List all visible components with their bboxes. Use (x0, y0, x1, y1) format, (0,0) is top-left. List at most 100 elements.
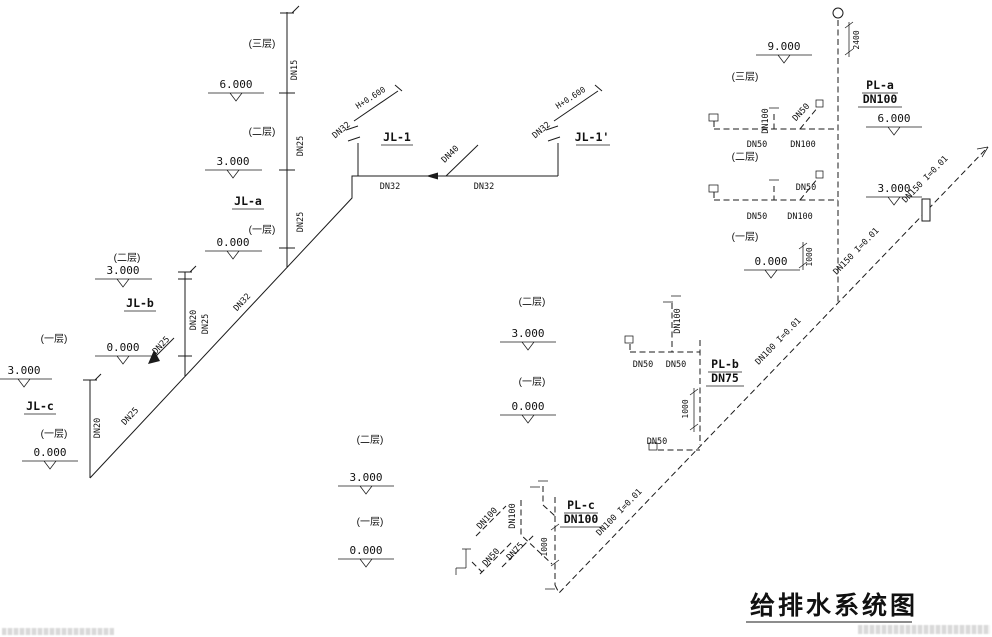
riser-size-label: DN100 (564, 512, 599, 526)
watermark-left (2, 628, 114, 635)
misc-annotations: H+0.600 H+0.600 2400 1000 1000 1000 (354, 30, 861, 556)
riser-label: JL-1' (575, 130, 610, 144)
elevation-marker: 0.000 (95, 341, 152, 365)
spout-height-label: H+0.600 (354, 85, 387, 111)
jl-1-riser-pipe (345, 84, 403, 176)
elevation-label: 0.000 (33, 446, 66, 459)
title-block: 给排水系统图 (746, 591, 918, 623)
elevation-marker: 3.000 (95, 264, 152, 288)
elevation-symbol (205, 169, 262, 179)
drawing-title: 给排水系统图 (750, 591, 918, 620)
elevation-label: 6.000 (877, 112, 910, 125)
floor-label: (一层) (357, 516, 384, 528)
elevation-marker: 3.000 (500, 327, 556, 351)
riser-size-label: DN75 (711, 371, 739, 385)
wall-sleeve-symbol (921, 198, 931, 222)
elevation-symbol (338, 558, 394, 568)
elevation-symbol (500, 341, 556, 351)
elevation-label: 3.000 (349, 471, 382, 484)
elevation-marker: 0.000 (22, 446, 78, 470)
floor-label: (一层) (519, 376, 546, 388)
riser-label: PL-c (567, 498, 595, 512)
pl-a-floor3-branch (713, 106, 838, 130)
elevation-label: 0.000 (216, 236, 249, 249)
elevation-label: 6.000 (219, 78, 252, 91)
pipe-label-dn25: DN25 (201, 314, 211, 334)
dimension-label-1000: 1000 (681, 399, 690, 418)
pipe-label-dn25: DN25 (151, 335, 172, 357)
dn40-branch-pipe (445, 144, 479, 177)
dim-line-1000-a (798, 242, 808, 270)
pipe-label-dn25: DN25 (296, 212, 306, 232)
elevation-label: 3.000 (7, 364, 40, 377)
jl-1p-riser-pipe (545, 84, 603, 176)
floor-label: (二层) (357, 434, 384, 446)
elevation-marker: 3.000 (205, 155, 262, 179)
elevation-label: 0.000 (349, 544, 382, 557)
jl-a-riser-pipe (279, 5, 300, 267)
drain-main-pipe (554, 146, 989, 594)
dimension-label-1000: 1000 (540, 537, 549, 556)
elevation-marker: 3.000 (338, 471, 394, 495)
riser-labels: JL-1 JL-1' JL-a JL-b JL-c PL-a DN100 PL-… (24, 78, 902, 528)
pipe-label-dn25: DN25 (120, 406, 141, 428)
elevation-symbol (95, 278, 152, 288)
elevation-symbol (756, 54, 812, 64)
pl-a-fixture-symbols (708, 99, 824, 193)
pipe-label-dn75: DN75 (505, 541, 526, 563)
elevation-marker: 6.000 (866, 112, 922, 136)
floor-label: (一层) (249, 224, 276, 236)
jl-c-riser-pipe (83, 373, 102, 478)
pipe-label-dn100: DN100 (475, 506, 500, 532)
pipe-label-dn100: DN100 (508, 503, 518, 529)
dimension-label-1000: 1000 (805, 247, 814, 266)
floor-label: (二层) (519, 296, 546, 308)
floor-label: (二层) (114, 252, 141, 264)
pl-c-fixture-symbols (455, 480, 560, 590)
pipe-label-dn20: DN20 (189, 310, 199, 330)
watermark-right (858, 625, 990, 634)
riser-label: JL-1 (383, 130, 411, 144)
floor-label: (二层) (732, 151, 759, 163)
pipe-label-dn32: DN32 (474, 182, 494, 192)
elevation-markers: 6.000 3.000 0.000 3.000 0.000 3.000 0.00… (0, 40, 922, 568)
supply-system (83, 5, 603, 479)
elevation-marker: 0.000 (205, 236, 262, 260)
riser-label: PL-b (711, 357, 739, 371)
riser-label: JL-b (126, 296, 154, 310)
elevation-marker: 9.000 (756, 40, 812, 64)
pipe-label-dn32: DN32 (232, 292, 253, 314)
floor-label: (三层) (249, 38, 276, 50)
elevation-symbol (95, 355, 152, 365)
dimension-label-2400: 2400 (852, 30, 861, 49)
slope-labels: DN100 I=0.01 DN100 I=0.01 DN150 I=0.01 D… (595, 154, 951, 538)
flow-arrow (426, 172, 438, 180)
pl-b-fixture-symbols (624, 295, 681, 451)
elevation-label: 3.000 (511, 327, 544, 340)
pipe-label-dn100: DN100 (761, 108, 771, 134)
supply-main-pipe (89, 175, 558, 479)
elevation-symbol (22, 460, 78, 470)
slope-label-dn150: DN150 I=0.01 (901, 154, 951, 205)
elevation-symbol (866, 196, 922, 206)
floor-label: (三层) (732, 71, 759, 83)
elevation-symbol (744, 269, 800, 279)
pipe-label-dn100: DN100 (787, 212, 813, 222)
elevation-label: 0.000 (106, 341, 139, 354)
slope-label-dn150: DN150 I=0.01 (832, 226, 882, 277)
pipe-label-dn50: DN50 (796, 183, 816, 193)
riser-label: JL-c (26, 399, 54, 413)
elevation-label: 3.000 (877, 182, 910, 195)
pipe-label-dn20: DN20 (93, 418, 103, 438)
elevation-marker: 0.000 (500, 400, 556, 424)
floor-label: (一层) (41, 428, 68, 440)
pipe-label-dn50: DN50 (647, 437, 667, 447)
floor-label: (二层) (249, 126, 276, 138)
pl-c-branches (471, 486, 556, 575)
elevation-label: 3.000 (106, 264, 139, 277)
elevation-marker: 0.000 (744, 255, 800, 279)
pipe-label-dn50: DN50 (747, 140, 767, 150)
pl-b-branches (629, 303, 700, 451)
